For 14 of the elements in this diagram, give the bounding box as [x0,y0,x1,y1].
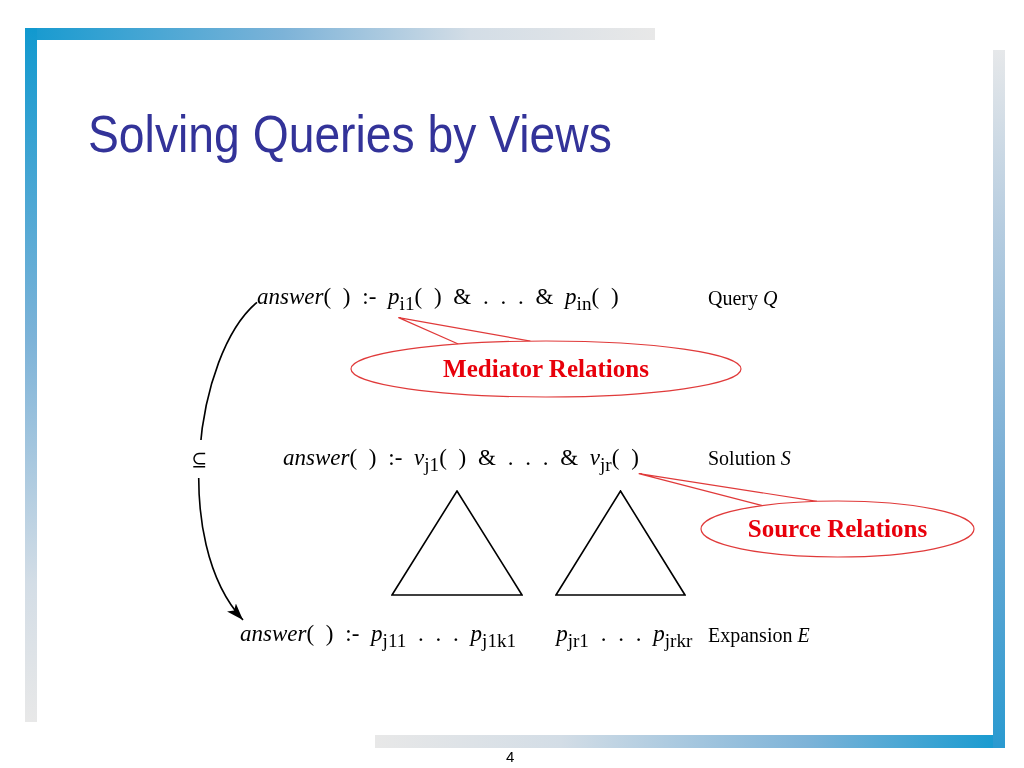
callout-pointer [638,473,818,507]
curved-arrow [198,301,258,621]
callout-label: Mediator Relations [443,355,649,383]
row-label: Query Q [708,286,778,311]
formula: answer( ) :- p$_{j11}$ . . . p$_{j1k1}$ [240,620,517,653]
row-label: Solution S [708,446,791,471]
formula: answer( ) :- p$_{i1}$( ) & . . . & p$_{in}$( ) [257,283,619,316]
edge-label: ⊆ [190,440,209,479]
page-number: 4 [506,748,515,766]
row-label: Expansion E [708,623,810,648]
formula: p$_{jr1}$ . . . p$_{jrkr}$ [556,620,693,653]
callout-label: Source Relations [747,515,928,543]
slide-title: Solving Queries by Views [88,104,612,164]
formula: answer( ) :- v$_{j1}$( ) & . . . & v$_{jr}$( ) [283,444,639,477]
